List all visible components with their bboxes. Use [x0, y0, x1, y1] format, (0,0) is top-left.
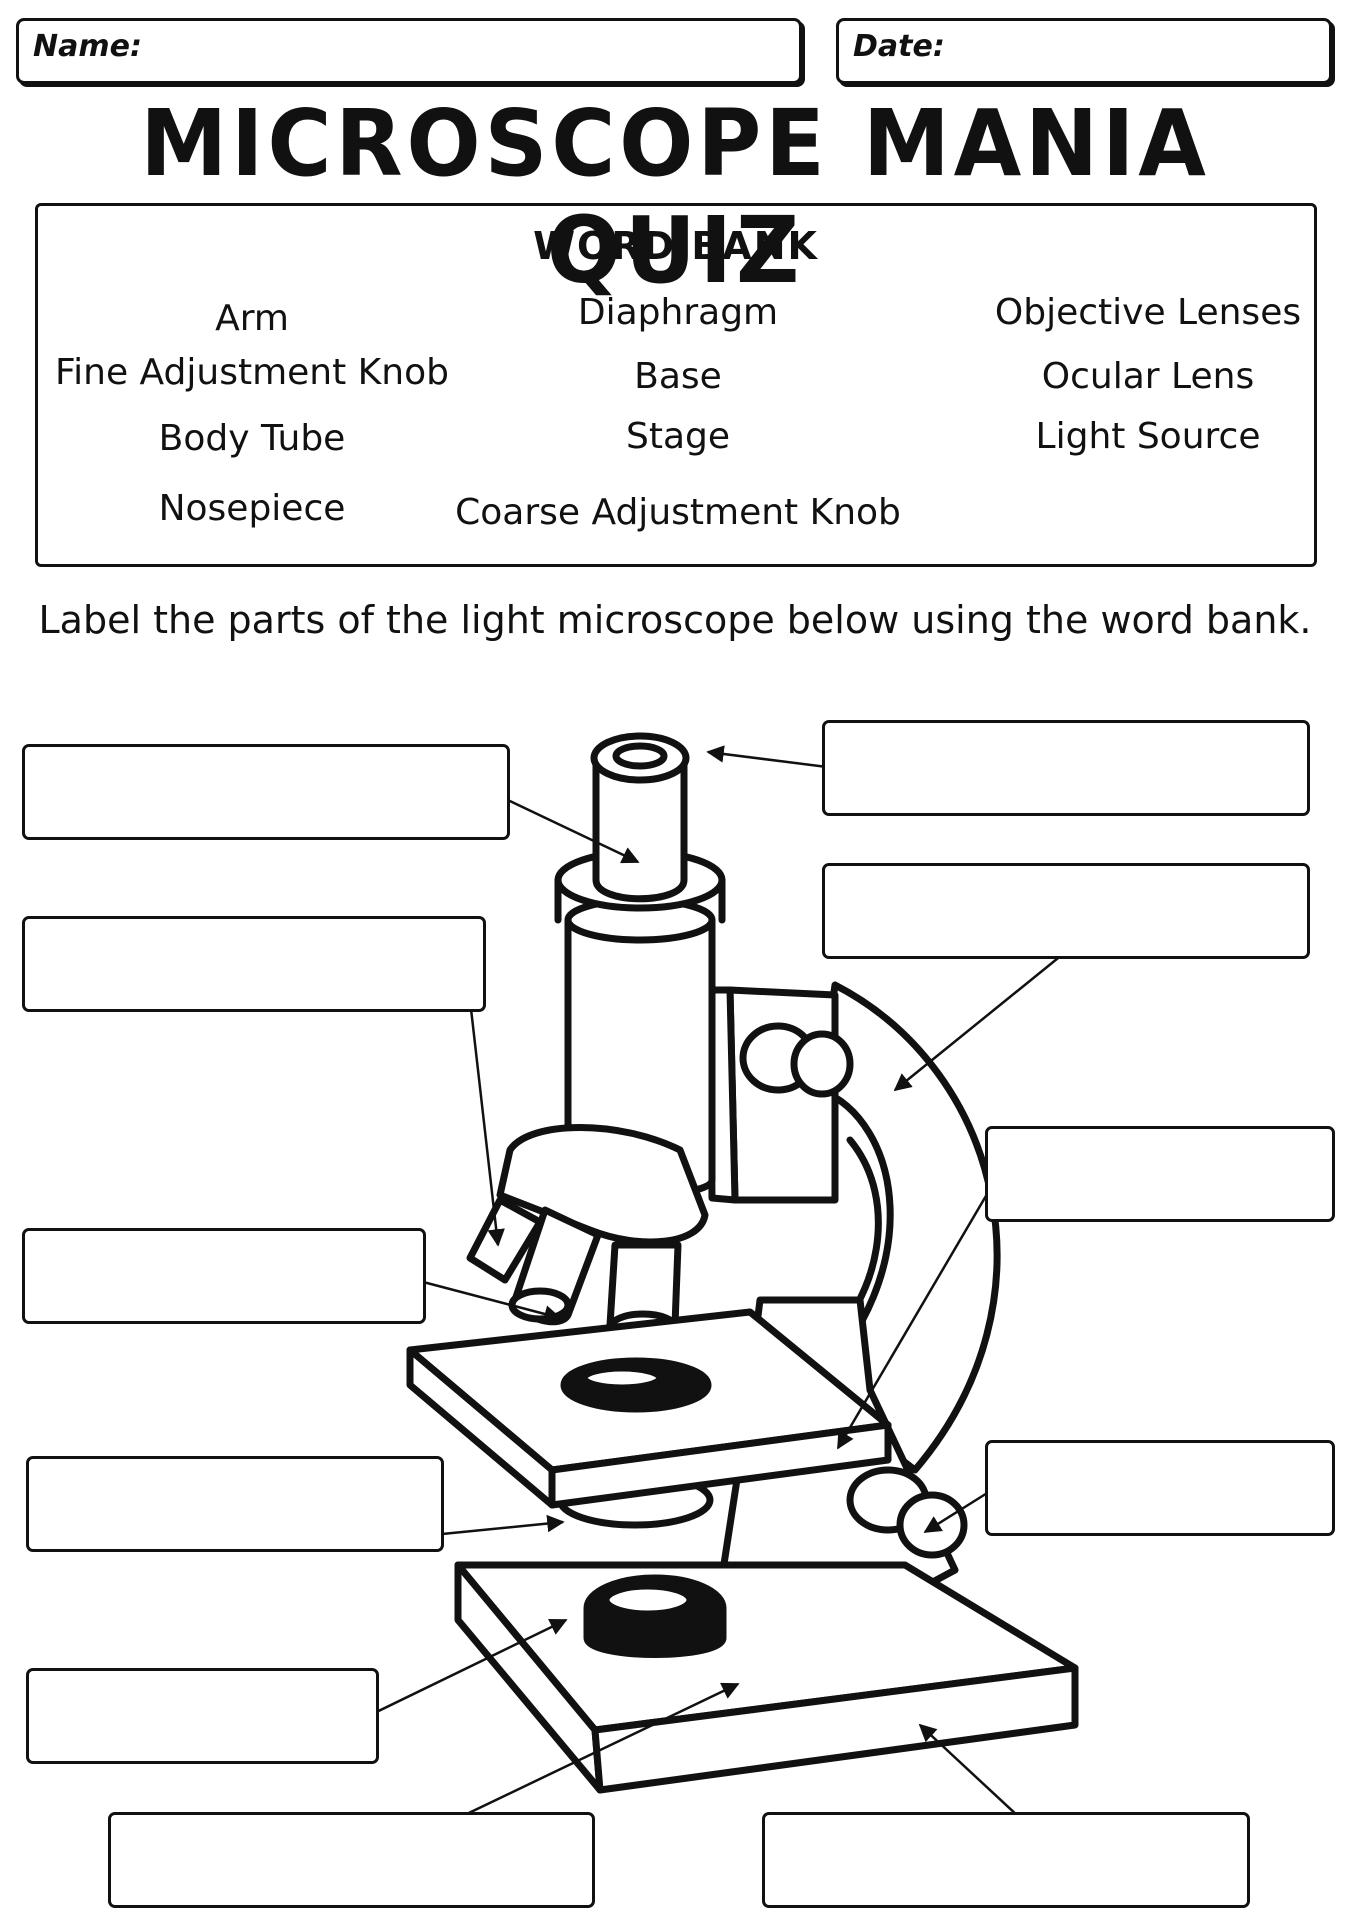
word-bank: WORD BANK Arm Diaphragm Objective Lenses…	[35, 203, 1317, 567]
answer-box-light[interactable]	[26, 1668, 379, 1764]
word-bank-item: Objective Lenses	[994, 292, 1302, 333]
word-bank-item: Coarse Adjustment Knob	[455, 492, 901, 533]
answer-box-arm-head[interactable]	[822, 863, 1310, 959]
answer-box-diaphragm[interactable]	[26, 1456, 444, 1552]
name-field[interactable]: Name:	[16, 18, 802, 84]
answer-box-objective[interactable]	[22, 1228, 426, 1324]
answer-box-base-left[interactable]	[108, 1812, 595, 1908]
word-bank-item: Fine Adjustment Knob	[55, 352, 449, 393]
answer-box-stage[interactable]	[985, 1126, 1335, 1222]
word-bank-item: Base	[634, 356, 722, 397]
date-label: Date:	[853, 29, 945, 64]
name-label: Name:	[33, 29, 142, 64]
word-bank-item: Arm	[215, 298, 289, 339]
ocular-lens	[592, 756, 688, 903]
date-field[interactable]: Date:	[836, 18, 1332, 84]
instruction-text: Label the parts of the light microscope …	[38, 598, 1312, 642]
word-bank-item: Light Source	[1035, 416, 1261, 457]
objective-left	[466, 1196, 544, 1284]
answer-box-base-right[interactable]	[762, 1812, 1250, 1908]
word-bank-item: Nosepiece	[158, 488, 346, 529]
word-bank-item: Ocular Lens	[1041, 356, 1255, 397]
word-bank-item: Body Tube	[158, 418, 346, 459]
answer-box-top-right[interactable]	[822, 720, 1310, 816]
answer-box-nosepiece[interactable]	[22, 916, 486, 1012]
word-bank-item: Diaphragm	[577, 292, 779, 333]
answer-box-coarse[interactable]	[985, 1440, 1335, 1536]
answer-box-ocular[interactable]	[22, 744, 510, 840]
word-bank-title: WORD BANK	[533, 224, 819, 268]
page-title: MICROSCOPE MANIA QUIZ	[140, 90, 1210, 304]
word-bank-item: Stage	[625, 416, 731, 457]
